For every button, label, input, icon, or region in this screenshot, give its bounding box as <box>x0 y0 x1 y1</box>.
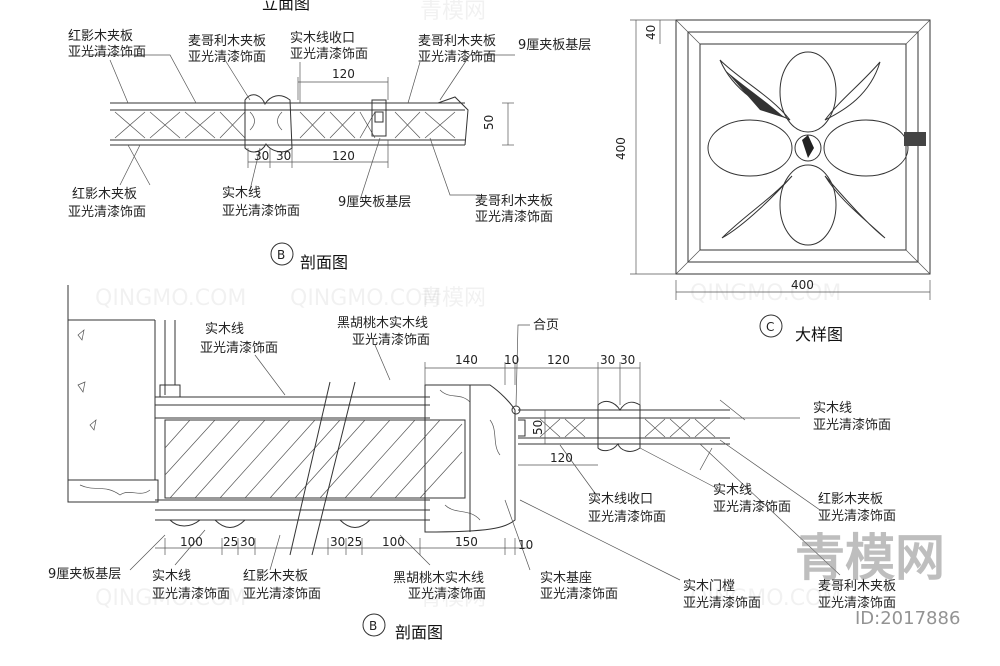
label-line: 亚光清漆饰面 <box>818 508 896 524</box>
label-line: 实木线 <box>222 186 261 201</box>
watermark-text: QINGMO.COM <box>290 286 441 311</box>
watermark-id: ID:2017886 <box>855 608 960 629</box>
label-line: 黑胡桃木实木线 <box>393 571 484 586</box>
label-line: 亚光清漆饰面 <box>290 46 368 62</box>
dimension-text: 30 <box>600 353 615 367</box>
label-line: 红影木夹板 <box>243 568 308 584</box>
label-line: 亚光清漆饰面 <box>200 340 278 356</box>
label-line: 亚光清漆饰面 <box>818 595 896 611</box>
label-line: 实木线 <box>152 569 191 584</box>
hatch-pattern <box>164 419 463 499</box>
detail-title: 大样图 <box>795 325 843 344</box>
label-line: 亚光清漆饰面 <box>243 586 321 602</box>
label-line: 实木线 <box>813 401 852 416</box>
plywood-core-pattern <box>114 111 456 139</box>
dimension-text: 10 <box>504 353 519 367</box>
top-section-drawing: 立面图 <box>85 0 515 201</box>
dimension-text: 140 <box>455 353 478 367</box>
bottom-section-labels: 实木线 亚光清漆饰面 黑胡桃木实木线 亚光清漆饰面 合页 140 10 120 … <box>48 316 896 642</box>
dimension-text: 400 <box>791 278 814 292</box>
dimension-text: 150 <box>455 535 478 549</box>
watermark-text: QINGMO.COM <box>95 286 246 311</box>
label-line: 实木线 <box>713 483 752 498</box>
dimension-text: 50 <box>482 115 496 130</box>
watermark-text: 青模网 <box>420 586 486 611</box>
section-title: 剖面图 <box>300 253 348 272</box>
label-line: 实木线 <box>205 322 244 337</box>
detail-marker-circle <box>759 314 783 338</box>
label-line: 实木线收口 <box>588 492 653 507</box>
dimension-text: 400 <box>614 137 628 160</box>
label-line: 亚光清漆饰面 <box>475 209 553 225</box>
label-line: 实木线收口 <box>290 31 355 46</box>
label-line: 亚光清漆饰面 <box>540 586 618 602</box>
watermark-pattern: QINGMO.COM QINGMO.COM QINGMO.COM QINGMO.… <box>95 0 841 611</box>
label-line: 亚光清漆饰面 <box>152 586 230 602</box>
label-line: 亚光清漆饰面 <box>713 499 791 515</box>
label-line: 亚光清漆饰面 <box>408 586 486 602</box>
label-line: 亚光清漆饰面 <box>222 203 300 219</box>
dimension-text: 30 <box>620 353 635 367</box>
dimension-text: 40 <box>644 25 658 40</box>
label-line: 实木门樘 <box>683 579 735 594</box>
dimension-text: 100 <box>180 535 203 549</box>
dimension-text: 120 <box>547 353 570 367</box>
label-line: 9厘夹板基层 <box>518 38 591 53</box>
dimension-text: 120 <box>332 149 355 163</box>
watermark-text: QINGMO.COM <box>95 586 246 611</box>
label-line: 红影木夹板 <box>818 491 883 507</box>
label-line: 亚光清漆饰面 <box>683 595 761 611</box>
top-section-labels: 红影木夹板 亚光清漆饰面 麦哥利木夹板 亚光清漆饰面 实木线收口 亚光清漆饰面 … <box>68 28 591 272</box>
label-line: 红影木夹板 <box>68 28 133 44</box>
top-partial-title: 立面图 <box>262 0 310 13</box>
watermark-text: 青模网 <box>420 286 486 311</box>
watermark-foreground: 青模网 ID:2017886 <box>795 529 960 629</box>
label-line: 9厘夹板基层 <box>338 195 411 210</box>
section-marker-circle <box>362 613 386 637</box>
dimension-text: 10 <box>518 538 533 552</box>
label-line: 麦哥利木夹板 <box>188 34 266 49</box>
detail-c-drawing <box>630 19 931 300</box>
watermark-text: QINGMO.COM <box>690 586 841 611</box>
section-marker: B <box>369 619 377 633</box>
label-line: 亚光清漆饰面 <box>68 204 146 220</box>
label-line: 亚光清漆饰面 <box>188 49 266 65</box>
label-line: 亚光清漆饰面 <box>352 332 430 348</box>
label-line: 9厘夹板基层 <box>48 567 121 582</box>
bottom-section-drawing <box>67 285 841 581</box>
label-line: 亚光清漆饰面 <box>588 509 666 525</box>
label-line: 亚光清漆饰面 <box>68 44 146 60</box>
label-line: 麦哥利木夹板 <box>418 34 496 49</box>
label-line: 合页 <box>533 318 559 333</box>
dimension-text: 30 <box>276 149 291 163</box>
dimension-text: 25 <box>347 535 362 549</box>
label-line: 麦哥利木夹板 <box>475 194 553 209</box>
dimension-text: 120 <box>550 451 573 465</box>
label-line: 亚光清漆饰面 <box>418 49 496 65</box>
label-line: 黑胡桃木实木线 <box>337 316 428 331</box>
section-marker: B <box>277 248 285 262</box>
label-line: 亚光清漆饰面 <box>813 417 891 433</box>
watermark-text: QINGMO.COM <box>690 281 841 306</box>
section-marker-circle <box>270 242 294 266</box>
dimension-text: 30 <box>254 149 269 163</box>
dimension-text: 30 <box>240 535 255 549</box>
detail-c-labels: 40 400 400 C 大样图 <box>614 25 843 344</box>
label-line: 实木基座 <box>540 571 592 586</box>
label-line: 红影木夹板 <box>72 186 137 202</box>
dimension-text: 120 <box>332 67 355 81</box>
dimension-text: 50 <box>531 420 545 435</box>
watermark-brand-cn: 青模网 <box>795 529 945 587</box>
dimension-text: 100 <box>382 535 405 549</box>
watermark-text: 青模网 <box>420 0 486 24</box>
label-line: 麦哥利木夹板 <box>818 579 896 594</box>
dimension-text: 25 <box>223 535 238 549</box>
section-title: 剖面图 <box>395 623 443 642</box>
dimension-text: 30 <box>330 535 345 549</box>
detail-marker: C <box>766 320 774 334</box>
